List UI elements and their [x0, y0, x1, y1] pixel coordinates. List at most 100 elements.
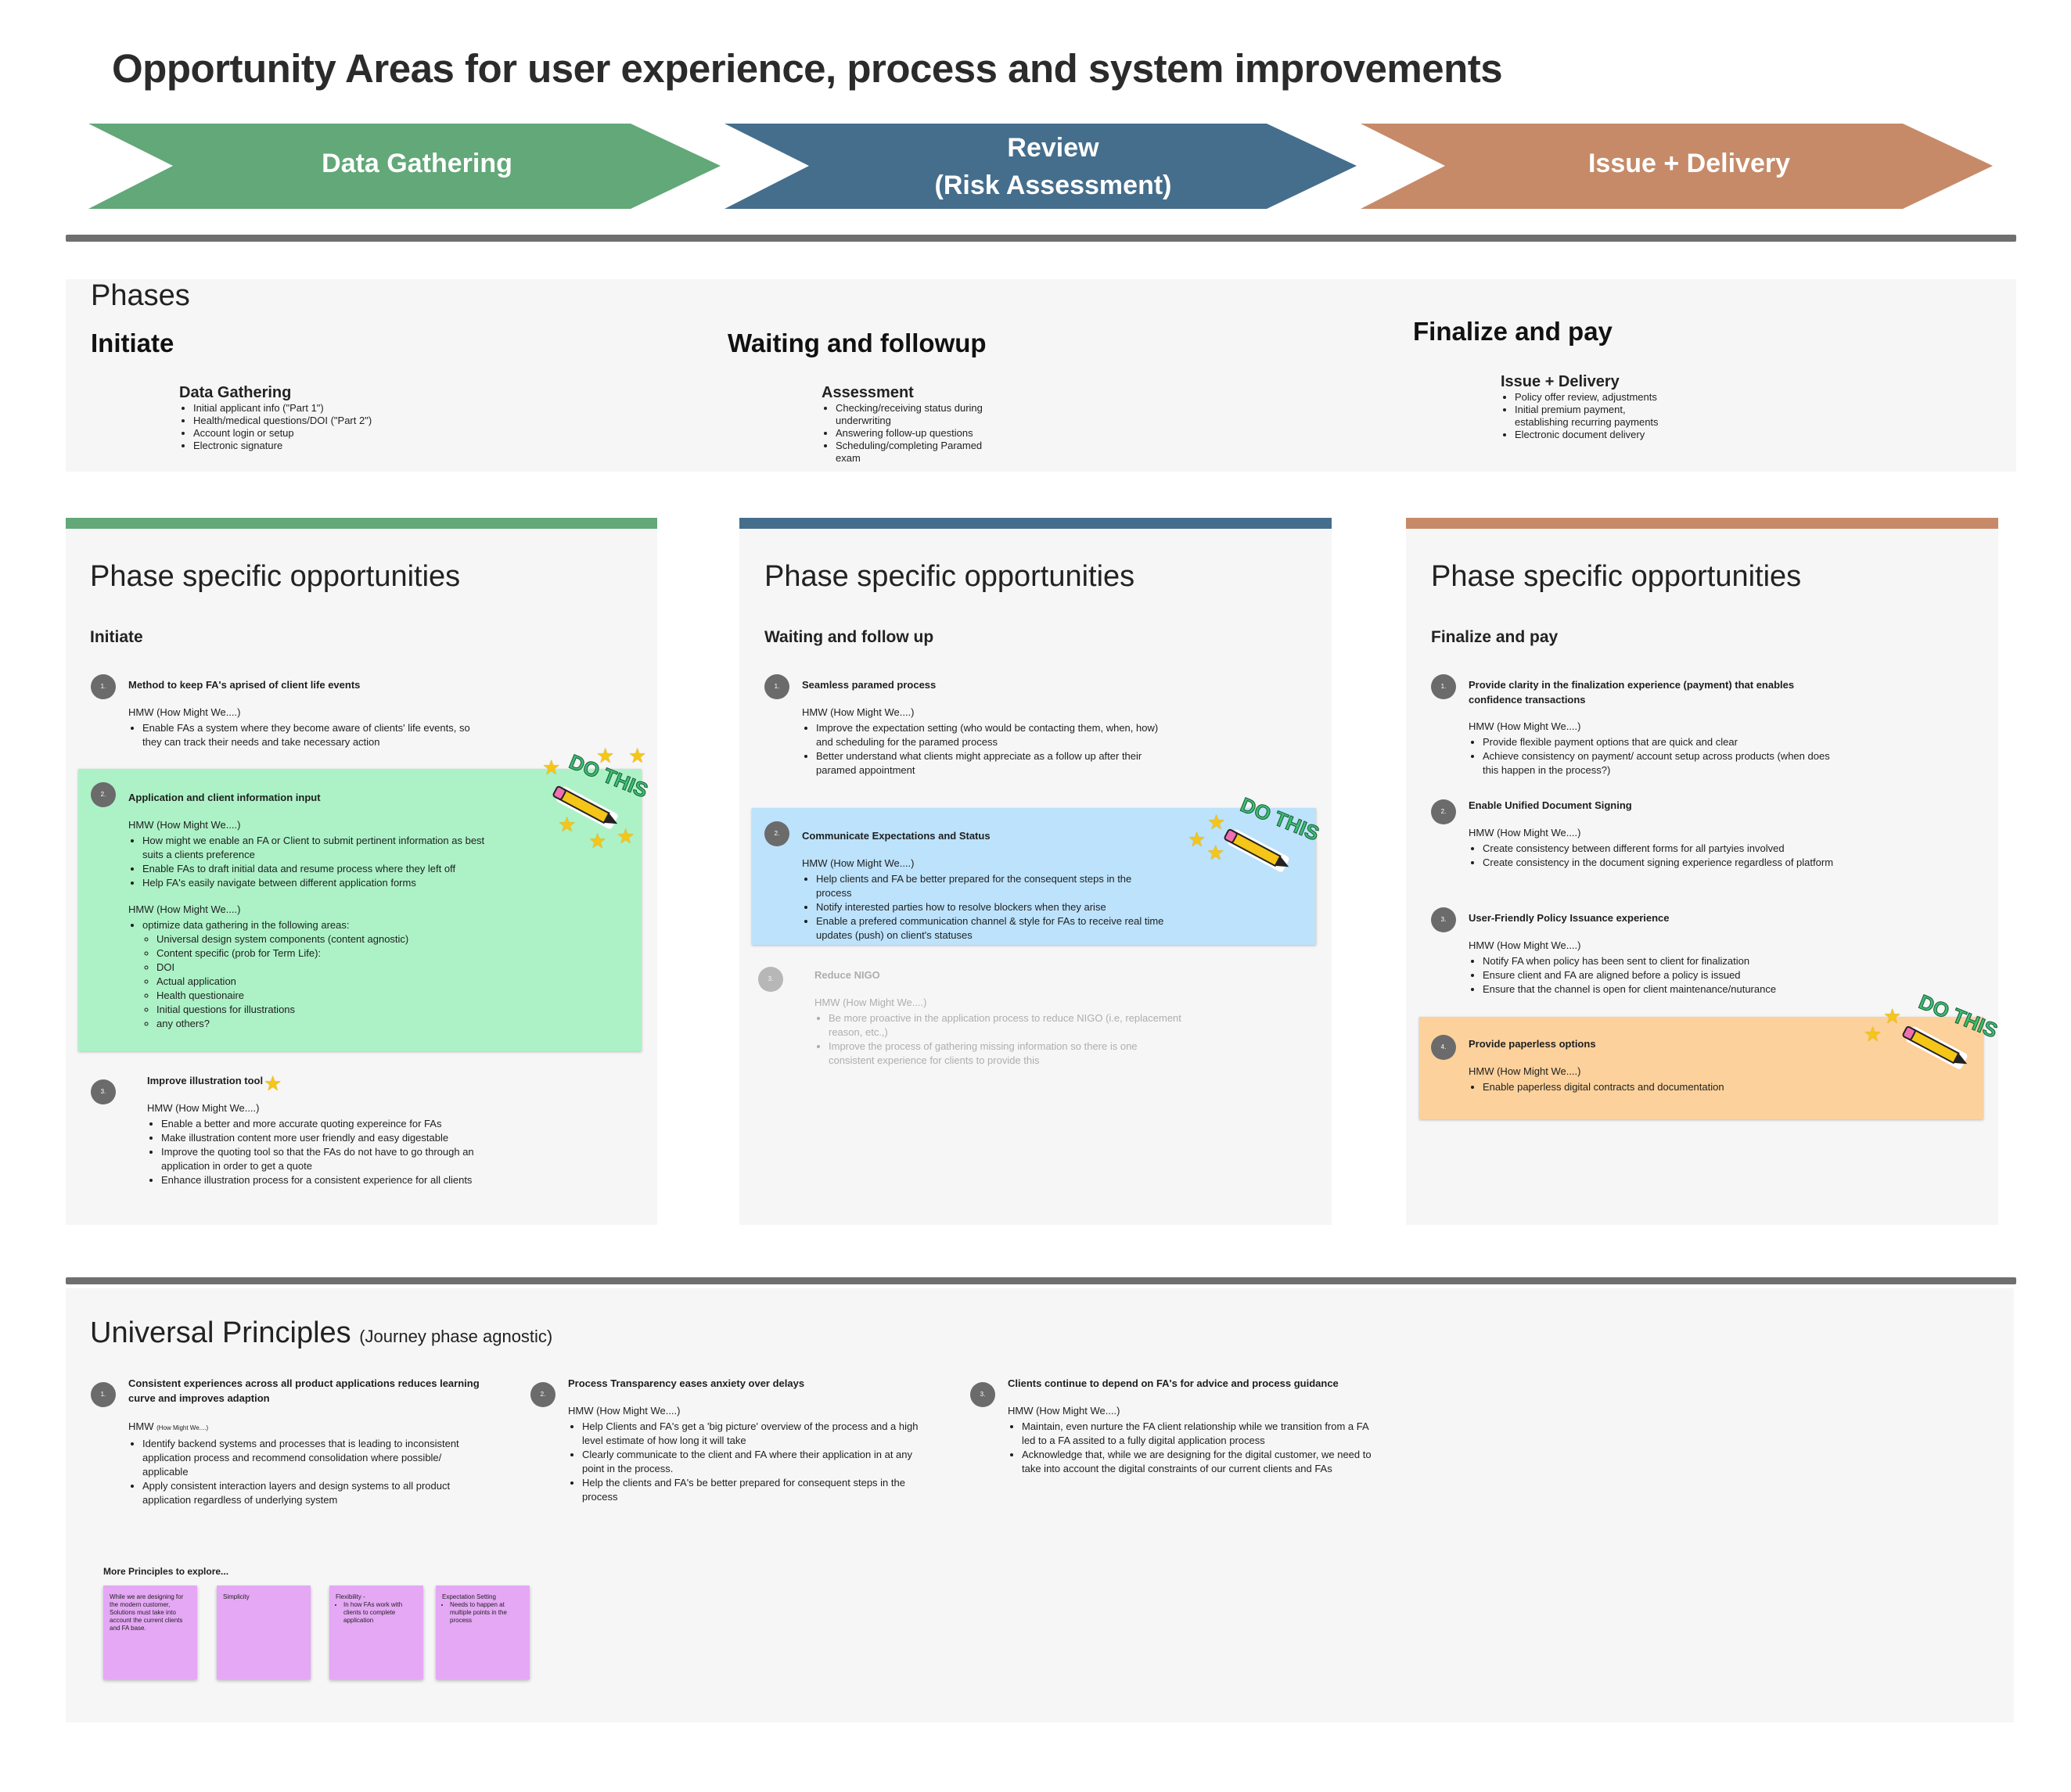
list-item: optimize data gathering in the following…: [142, 918, 488, 1031]
star-icon: ★: [1206, 841, 1225, 864]
star-icon: ★: [1188, 828, 1206, 851]
divider-bottom: [66, 1277, 2016, 1284]
opportunity-title: Provide paperless options: [1469, 1038, 1596, 1050]
chevron-issue-delivery[interactable]: [1361, 124, 1993, 209]
column-finalize-title: Phase specific opportunities: [1431, 560, 1802, 593]
list-item: Help clients and FA be better prepared f…: [816, 872, 1170, 900]
list-item: Clearly communicate to the client and FA…: [582, 1448, 936, 1476]
list-item: Enable a prefered communication channel …: [816, 914, 1170, 943]
list-item: Notify FA when policy has been sent to c…: [1483, 954, 1836, 968]
opportunity-body: HMW (How Might We....) How might we enab…: [128, 818, 488, 1031]
phase-waiting-sub: Assessment: [822, 384, 914, 401]
list-item: Electronic document delivery: [1515, 429, 1681, 441]
principle-body: HMW (How Might We....) Help Clients and …: [568, 1404, 936, 1504]
list-item: Needs to happen at multiple points in th…: [450, 1601, 523, 1625]
note-text: While we are designing for the modern cu…: [110, 1593, 184, 1632]
phase-finalize-details: Issue + Delivery Policy offer review, ad…: [1501, 373, 1681, 441]
note-text: Expectation Setting: [442, 1593, 496, 1600]
list-item: Health questionaire: [156, 989, 488, 1003]
number-badge: 1.: [764, 674, 789, 699]
phase-chevrons: Data Gathering Review (Risk Assessment) …: [88, 121, 1997, 211]
list-item: Answering follow-up questions: [836, 427, 1009, 440]
list-item: Enable FAs to draft initial data and res…: [142, 862, 488, 876]
opportunity-title: Communicate Expectations and Status: [802, 830, 991, 842]
opportunity-body: HMW (How Might We....) Enable a better a…: [147, 1101, 476, 1187]
opportunity-body: HMW (How Might We....) Be more proactive…: [814, 996, 1182, 1068]
list-item: Apply consistent interaction layers and …: [142, 1479, 465, 1507]
phase-waiting: Waiting and followup: [728, 329, 987, 357]
list-item: Account login or setup: [193, 427, 437, 440]
hmw-label: HMW (How Might We....): [128, 1420, 209, 1432]
highlight-card-blue: [752, 808, 1316, 945]
note-text: Simplicity: [223, 1593, 250, 1600]
highlight-card-orange: [1419, 1017, 1983, 1119]
column-waiting-bar: [739, 518, 1332, 529]
hmw-label: HMW (How Might We....): [128, 819, 241, 831]
universal-title-suffix: (Journey phase agnostic): [359, 1327, 553, 1346]
list-item: Checking/receiving status during underwr…: [836, 402, 1009, 427]
opportunity-body: HMW (How Might We....) Notify FA when po…: [1469, 939, 1836, 997]
list-item: Provide flexible payment options that ar…: [1483, 735, 1836, 749]
phase-initiate-sub: Data Gathering: [179, 384, 292, 401]
chevron-label-issue-delivery: Issue + Delivery: [1587, 149, 1790, 178]
pencil-icon: [1902, 1025, 1968, 1069]
phases-heading: Phases: [91, 279, 190, 312]
list-item: Enable a better and more accurate quotin…: [161, 1117, 476, 1131]
opportunity-body: HMW (How Might We....) Enable FAs a syst…: [128, 706, 488, 749]
list-item: Ensure that the channel is open for clie…: [1483, 982, 1836, 997]
phase-finalize-list: Policy offer review, adjustments Initial…: [1501, 391, 1681, 441]
list-item: Initial applicant info ("Part 1"): [193, 402, 437, 415]
number-badge: 2.: [1431, 799, 1456, 824]
chevron-data-gathering[interactable]: [88, 124, 721, 209]
star-icon: ★: [542, 756, 561, 779]
highlight-card-green: [78, 769, 642, 1051]
list-item: Achieve consistency on payment/ account …: [1483, 749, 1836, 777]
hmw-label: HMW (How Might We....): [128, 706, 241, 718]
star-icon: ★: [628, 744, 647, 767]
phase-initiate-details: Data Gathering Initial applicant info ("…: [179, 384, 437, 452]
list-item: Universal design system components (cont…: [156, 932, 488, 946]
column-finalize-sub: Finalize and pay: [1431, 628, 1559, 646]
column-finalize-bar: [1406, 518, 1998, 529]
phase-finalize-sub: Issue + Delivery: [1501, 373, 1620, 390]
principle-body: HMW (How Might We....) Identify backend …: [128, 1420, 465, 1507]
number-badge: 2.: [91, 782, 116, 807]
list-item: Be more proactive in the application pro…: [829, 1011, 1182, 1040]
phase-waiting-list: Checking/receiving status during underwr…: [822, 402, 1009, 465]
sticky-note[interactable]: While we are designing for the modern cu…: [103, 1586, 197, 1679]
list-item: Better understand what clients might app…: [816, 749, 1170, 777]
star-icon: ★: [588, 829, 607, 853]
star-icon: ★: [558, 813, 577, 836]
list-item: Help FA's easily navigate between differ…: [142, 876, 488, 890]
list-item: How might we enable an FA or Client to s…: [142, 834, 488, 862]
number-badge: 4.: [1431, 1035, 1456, 1060]
list-item: Ensure client and FA are aligned before …: [1483, 968, 1836, 982]
opportunity-body: HMW (How Might We....) Enable paperless …: [1469, 1065, 1836, 1094]
number-badge: 3.: [970, 1382, 995, 1407]
hmw-label: HMW (How Might We....): [814, 997, 927, 1008]
phase-finalize: Finalize and pay: [1413, 317, 1613, 346]
star-icon: ★: [617, 824, 635, 848]
list-item: Help the clients and FA's be better prep…: [582, 1476, 936, 1504]
list-item: any others?: [156, 1017, 488, 1031]
sticky-note[interactable]: Flexibility - In how FAs work with clien…: [329, 1586, 423, 1679]
page-title: Opportunity Areas for user experience, p…: [112, 46, 1503, 91]
sticky-note[interactable]: Simplicity: [217, 1586, 311, 1679]
number-badge: 3.: [91, 1079, 116, 1104]
hmw-label: HMW (How Might We....): [1008, 1405, 1120, 1417]
note-text: Flexibility -: [336, 1593, 365, 1600]
opportunity-title: Seamless paramed process: [802, 679, 937, 691]
number-badge: 2.: [530, 1382, 556, 1407]
pencil-icon: [1224, 828, 1289, 872]
opportunity-title: Improve illustration tool: [147, 1075, 264, 1086]
number-badge: 3.: [758, 967, 783, 992]
number-badge: 3.: [1431, 907, 1456, 932]
chevron-review[interactable]: [724, 124, 1357, 209]
hmw-label: HMW (How Might We....): [802, 706, 915, 718]
sticky-note[interactable]: Expectation Setting Needs to happen at m…: [436, 1586, 530, 1679]
list-item: Help Clients and FA's get a 'big picture…: [582, 1420, 936, 1448]
do-this-sticker: DO THIS: [1897, 987, 2001, 1089]
star-icon: ★: [596, 744, 615, 767]
number-badge: 1.: [91, 1382, 116, 1407]
do-this-sticker: DO THIS: [1219, 790, 1323, 892]
